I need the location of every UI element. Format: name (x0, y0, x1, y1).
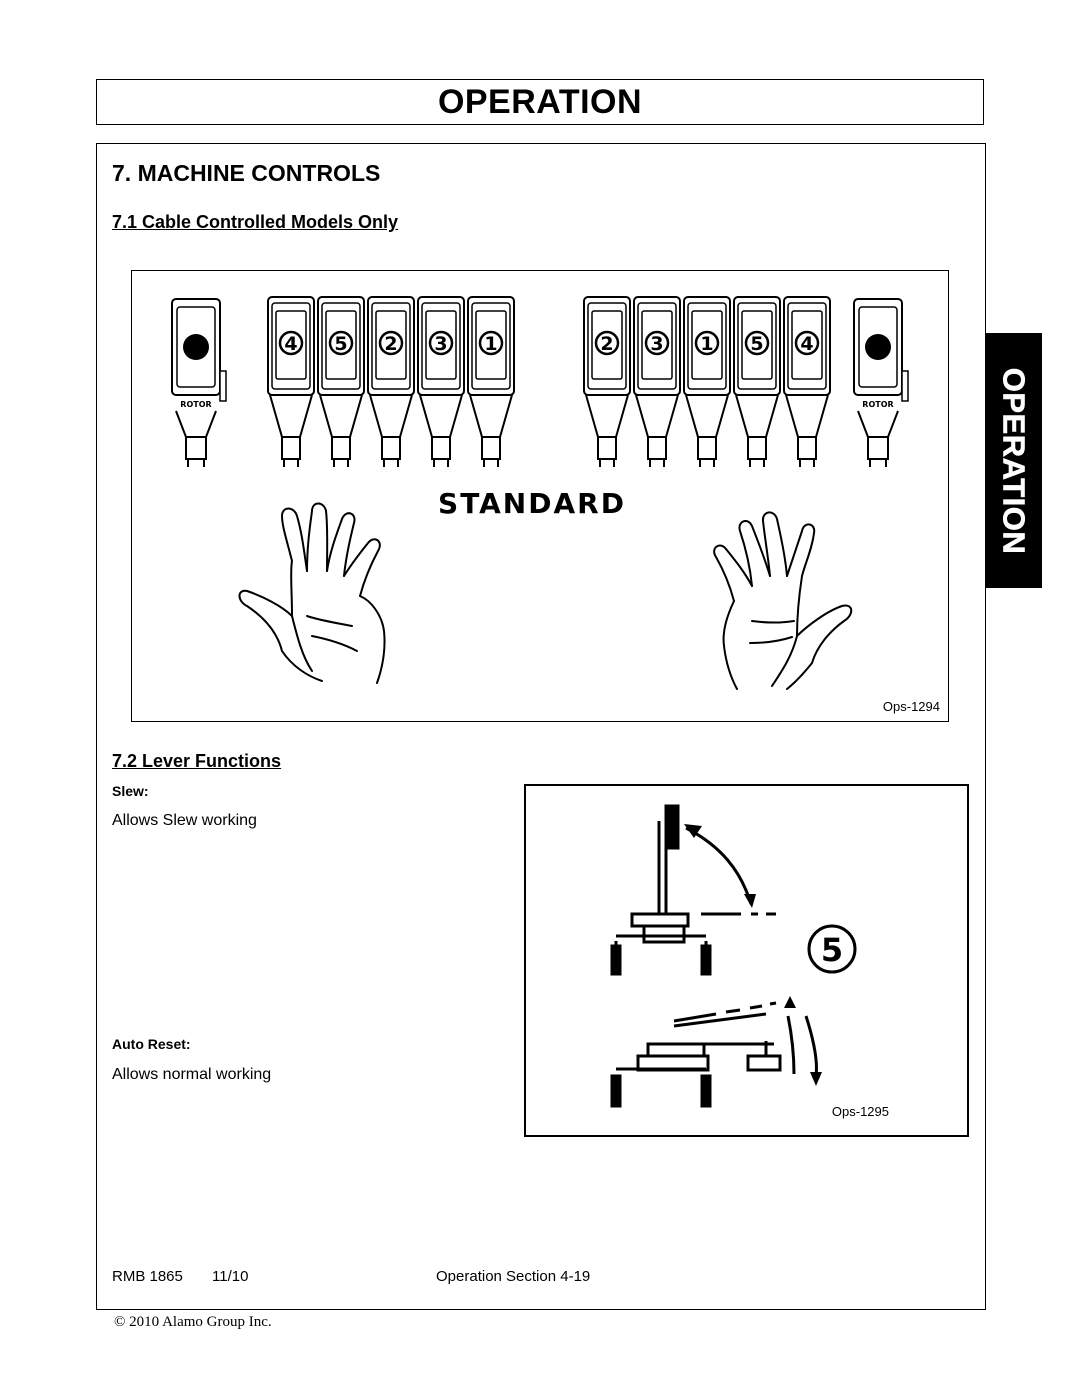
rotor-label-left: ROTOR (180, 400, 211, 409)
lever-number-right-3: 1 (700, 333, 713, 355)
auto-reset-description: Allows normal working (112, 1066, 272, 1083)
lever-number-left-4: 3 (434, 333, 447, 355)
footer-doc-id: RMB 1865 (112, 1268, 183, 1285)
subsection-title-cable: 7.1 Cable Controlled Models Only (112, 212, 399, 232)
page-header-title: OPERATION (437, 82, 643, 121)
left-hand-drawing (238, 502, 386, 684)
content-frame (96, 143, 986, 1310)
lever-number-right-4: 5 (750, 333, 763, 355)
lever-number-left-2: 5 (334, 333, 347, 355)
lever-number-left-1: 4 (284, 333, 297, 355)
lever-right-3: 1 (683, 296, 731, 467)
lever-left-5: 1 (467, 296, 515, 467)
lever-number-circle (807, 924, 857, 974)
slew-label: Slew: (112, 783, 149, 799)
lever-right-5: 4 (783, 296, 831, 467)
rotor-lever-right: ROTOR (853, 298, 909, 467)
slew-upper-drawing (610, 804, 776, 976)
lever-number-left-3: 2 (384, 333, 397, 355)
lever-number-left-5: 1 (484, 333, 497, 355)
lever-left-4: 3 (417, 296, 465, 467)
footer-date: 11/10 (212, 1268, 249, 1285)
lever-right-4: 5 (733, 296, 781, 467)
lever-left-3: 2 (367, 296, 415, 467)
rotor-knob-right (865, 334, 891, 360)
slew-illustration: 5 (610, 804, 857, 1108)
lever-left-2: 5 (317, 296, 365, 467)
side-tab-label: OPERATION (996, 367, 1032, 554)
lever-right-2: 3 (633, 296, 681, 467)
figure-code-ops-1295: Ops-1295 (831, 1104, 889, 1119)
auto-reset-label: Auto Reset: (112, 1036, 191, 1052)
figure-caption-standard: STANDARD (438, 487, 626, 520)
lever-number-right-2: 3 (650, 333, 663, 355)
rotor-lever-left: ROTOR (171, 298, 227, 467)
section-title: 7. MACHINE CONTROLS (112, 160, 381, 186)
slew-lower-drawing (610, 996, 822, 1108)
right-hand-drawing (713, 511, 853, 690)
lever-left-1: 4 (267, 296, 315, 467)
header-box: OPERATION (96, 79, 984, 125)
copyright-notice: © 2010 Alamo Group Inc. (114, 1314, 272, 1330)
lever-number-5: 5 (821, 931, 843, 969)
slew-description: Allows Slew working (112, 812, 257, 829)
footer-section: Operation Section 4-19 (436, 1268, 591, 1285)
lever-number-right-1: 2 (600, 333, 613, 355)
rotor-knob-left (183, 334, 209, 360)
section-side-tab: OPERATION (985, 333, 1042, 588)
lever-right-1: 2 (583, 296, 631, 467)
subsection-title-lever-functions: 7.2 Lever Functions (112, 751, 282, 771)
lever-number-right-5: 4 (800, 333, 813, 355)
figure-code-ops-1294: Ops-1294 (882, 699, 940, 714)
figure-slew-diagram: 5 Ops-1295 (524, 784, 969, 1137)
rotor-label-right: ROTOR (862, 400, 893, 409)
